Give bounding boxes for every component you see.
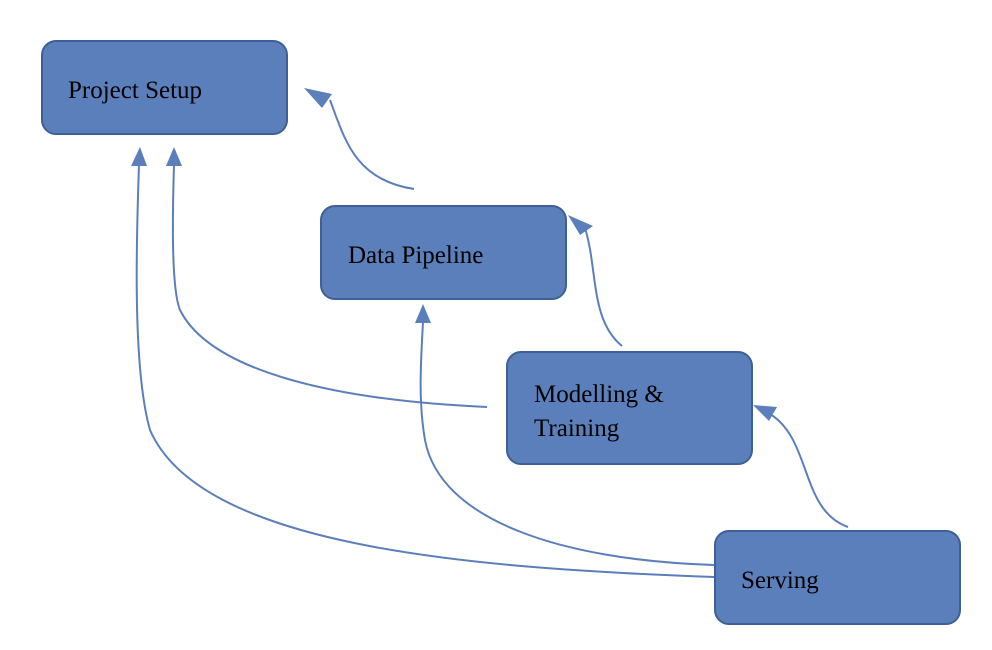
edge-modelling-to-data-pipeline [568,215,623,347]
arrowhead-icon [166,147,182,166]
arrowhead-icon [753,405,777,421]
node-box [714,530,961,625]
arrowhead-icon [415,304,431,323]
node-label: Data Pipeline [348,242,483,269]
node-box [320,205,567,300]
node-data-pipeline: Data Pipeline [320,205,567,300]
node-label: Serving [741,567,819,594]
edge-serving-to-project-setup [131,147,715,578]
arrowhead-icon [304,88,332,108]
connector-line [769,413,849,528]
connector-line [329,99,415,190]
edge-modelling-to-project-setup [166,147,488,408]
connector-line [419,321,715,566]
connector-line [135,164,715,578]
node-serving: Serving [714,530,961,625]
node-project-setup: Project Setup [41,40,288,135]
node-box [506,351,753,465]
arrowhead-icon [131,147,147,166]
edge-data-pipeline-to-project-setup [304,88,415,190]
node-box [41,40,288,135]
node-label: Project Setup [68,77,202,104]
arrowhead-icon [568,215,593,235]
node-modelling-training: Modelling & Training [506,351,753,465]
node-label-line2: Training [534,415,620,442]
edge-serving-to-modelling [753,405,849,528]
connector-line [171,164,488,408]
edge-serving-to-data-pipeline [415,304,715,566]
connector-line [584,227,623,347]
node-label-line1: Modelling & [534,381,664,408]
